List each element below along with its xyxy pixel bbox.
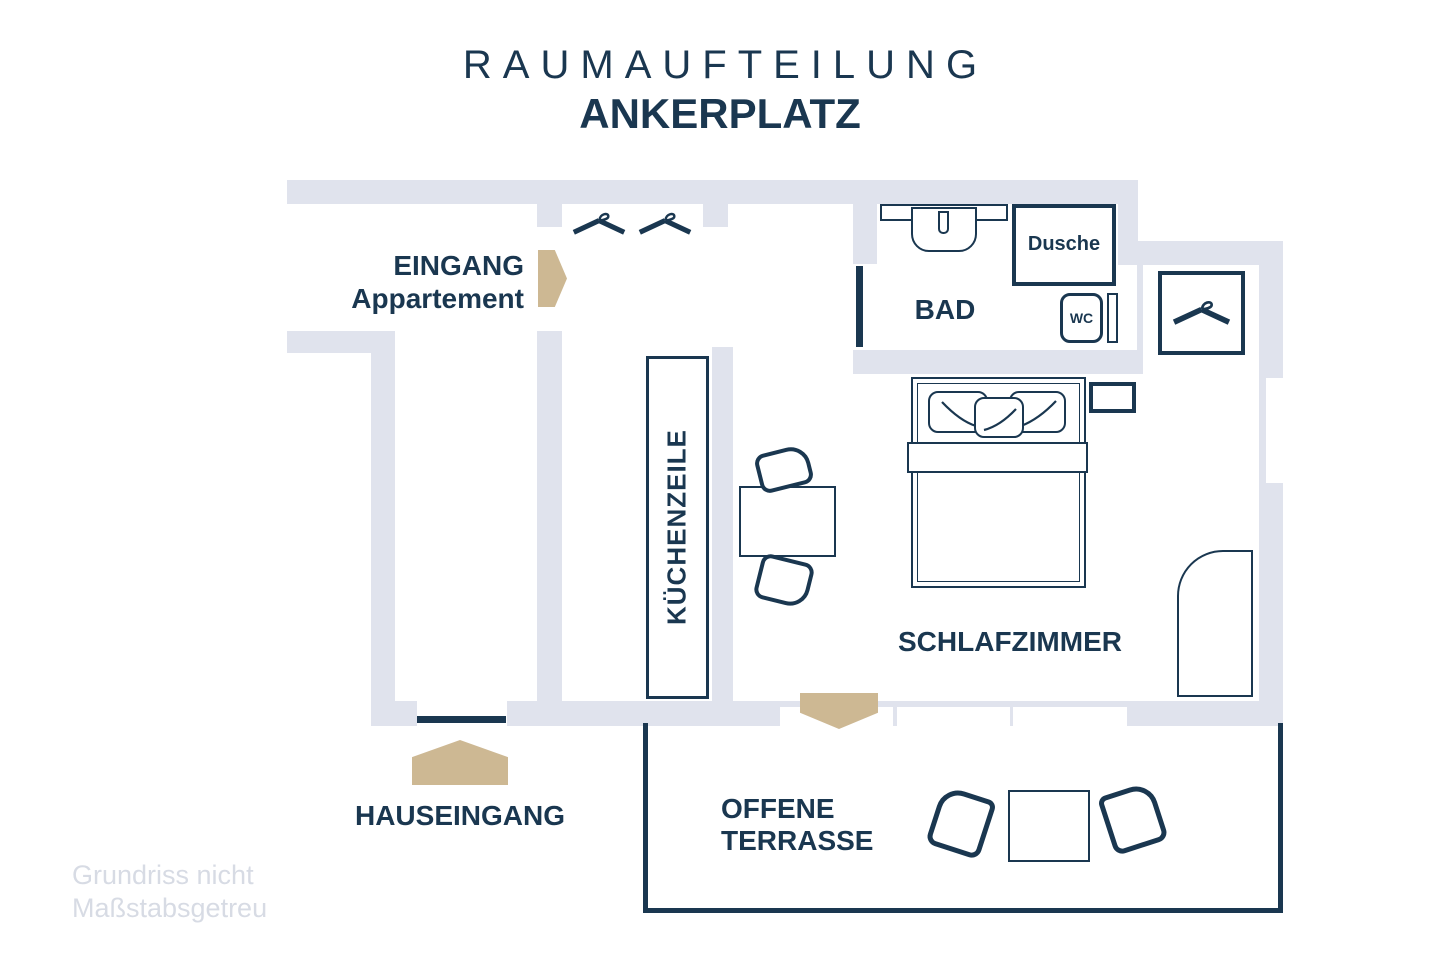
bath-door	[856, 266, 863, 347]
wall-entry-door-jamb-right	[703, 204, 728, 227]
nightstand	[1089, 382, 1136, 413]
wc-label: WC	[1069, 310, 1094, 326]
wc-box	[1060, 293, 1103, 343]
wardrobe-box	[1158, 271, 1245, 355]
dining-chair-bottom	[752, 552, 816, 610]
entrance-label-line2: Appartement	[351, 283, 524, 314]
house-entrance-arrow	[412, 740, 508, 785]
hanger-icon	[571, 206, 627, 243]
window-bottom-wall-2	[1013, 707, 1127, 726]
page-title-kicker: RAUMAUFTEILUNG	[462, 43, 989, 87]
wall-corridor-left-top	[287, 331, 395, 353]
shower-box	[1012, 204, 1116, 286]
bed-blanket-band	[907, 442, 1088, 473]
dining-table	[739, 486, 836, 557]
footnote-line1: Grundriss nicht	[72, 860, 254, 890]
wall-corridor-left	[371, 353, 395, 701]
window-right-wall	[1266, 378, 1284, 483]
house-entrance-label: HAUSEINGANG	[354, 800, 565, 831]
wall-bath-right	[1118, 204, 1138, 248]
kitchen-unit	[646, 356, 709, 699]
wall-kitchen	[712, 347, 733, 701]
wall-bath-bottom	[853, 350, 1143, 374]
bedroom-label: SCHLAFZIMMER	[898, 626, 1122, 657]
wall-corridor-right	[537, 331, 562, 701]
sink-faucet	[938, 211, 949, 234]
wall-bath-nook-divider	[1137, 265, 1143, 355]
hanger-icon	[1171, 293, 1232, 334]
wall-right	[1259, 265, 1283, 723]
terrace-label-line2: TERRASSE	[721, 825, 874, 856]
shower-label: Dusche	[1027, 233, 1101, 255]
bath-label: BAD	[914, 294, 976, 325]
page-title: ANKERPLATZ	[579, 90, 861, 137]
kitchen-label: KÜCHENZEILE	[661, 429, 692, 626]
terrace-table	[1008, 790, 1090, 862]
wall-top	[287, 180, 1138, 204]
bed-pillow-middle	[974, 397, 1024, 438]
entrance-label-line1: EINGANG	[393, 250, 524, 281]
house-entrance-threshold	[417, 716, 506, 723]
terrace-outline	[643, 723, 1283, 913]
window-bottom-wall-1	[897, 707, 1010, 726]
wall-bath-left	[853, 204, 877, 264]
wall-entry-door-jamb-left	[537, 204, 562, 227]
wc-cistern	[1107, 293, 1118, 343]
footnote-line2: Maßstabsgetreu	[72, 893, 268, 923]
hanger-icon	[637, 206, 693, 243]
wall-bedroom-top	[1118, 241, 1283, 265]
entrance-arrow	[538, 250, 567, 307]
terrace-label-line1: OFFENE	[721, 793, 835, 824]
room-door-swing	[1177, 550, 1253, 697]
